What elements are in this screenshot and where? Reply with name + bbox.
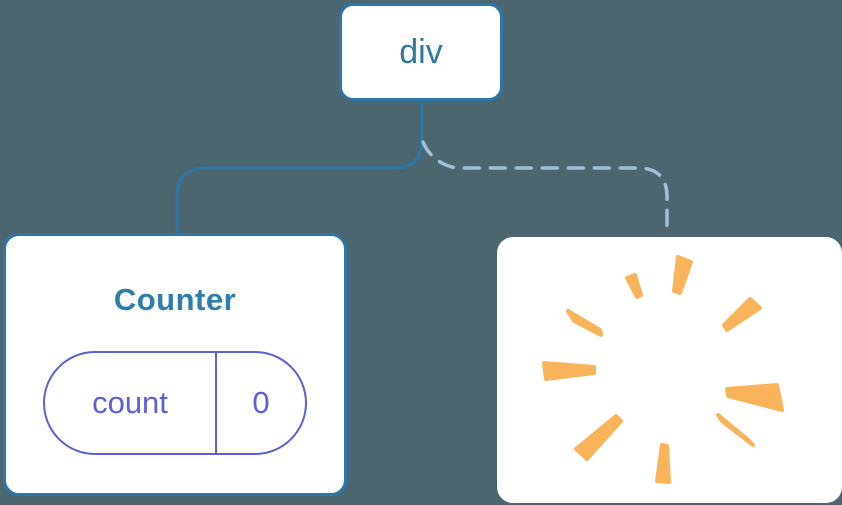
state-pill: count 0 [43,351,307,455]
counter-node: Counter count 0 [3,233,347,496]
state-value: 0 [252,385,270,420]
edge-div-to-counter [175,99,424,235]
root-node-div: div [339,3,503,101]
counter-node-title: Counter [113,282,237,317]
poof-burst-icon [542,255,784,484]
edge-div-to-removed [421,140,669,238]
removed-node [497,237,842,503]
state-key-label: count [45,353,217,453]
root-node-label: div [399,32,443,71]
